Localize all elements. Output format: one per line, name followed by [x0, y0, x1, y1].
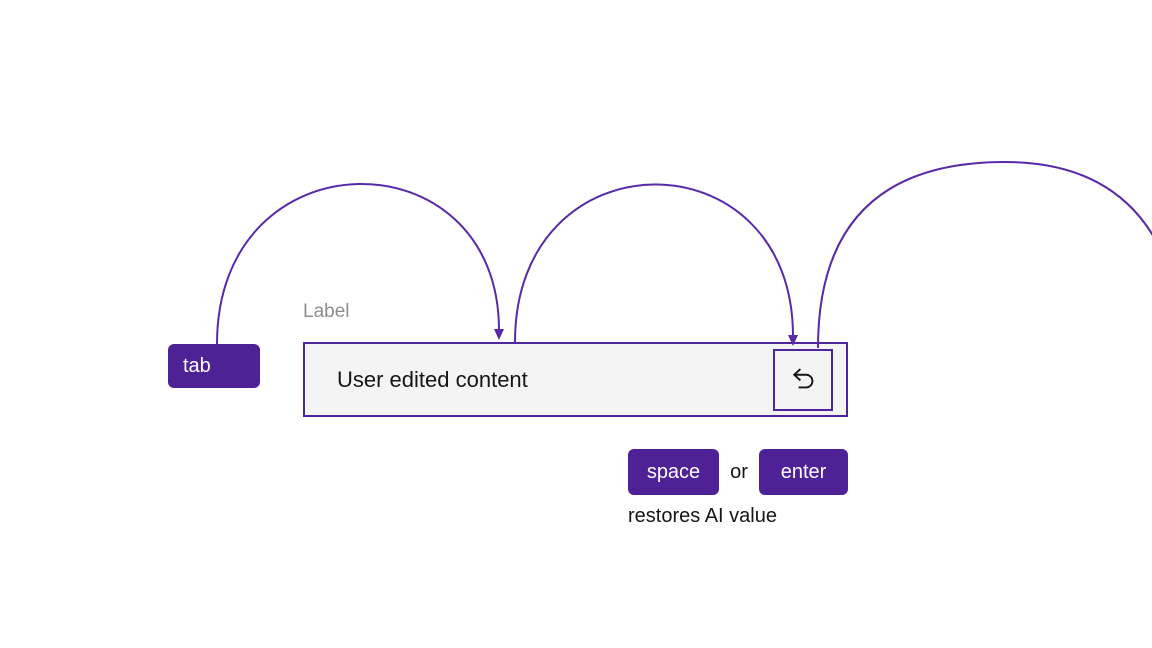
arc-input-to-undo — [514, 183, 794, 343]
undo-icon — [792, 368, 814, 389]
key-space-label: space — [646, 461, 701, 483]
text-input-value: User edited content — [337, 366, 528, 392]
caption-text: restores AI value — [628, 505, 777, 527]
text-input[interactable]: User edited content — [303, 342, 848, 417]
key-tab: tab — [168, 344, 260, 388]
key-tab-label: tab — [183, 355, 211, 377]
key-space: space — [628, 449, 719, 495]
arc-undo-to-next — [817, 160, 1152, 349]
arc-tab-to-input — [216, 183, 500, 345]
key-enter-label: enter — [780, 461, 827, 483]
field-label: Label — [303, 301, 350, 322]
arrowhead-input-icon — [494, 329, 504, 340]
undo-button[interactable] — [773, 349, 833, 411]
conjunction-text: or — [730, 460, 748, 483]
key-enter: enter — [759, 449, 848, 495]
